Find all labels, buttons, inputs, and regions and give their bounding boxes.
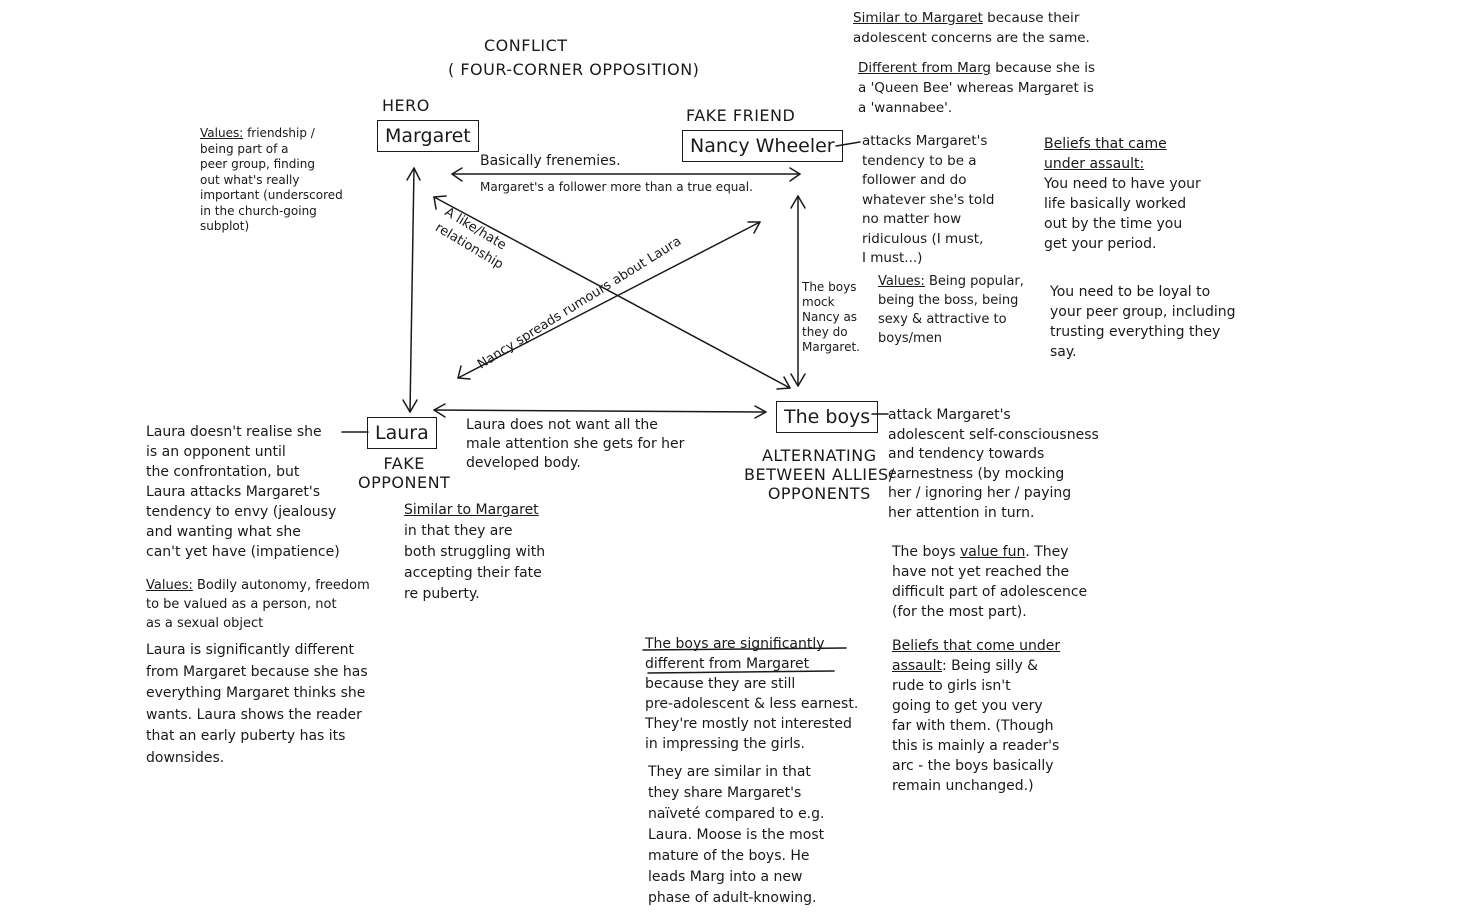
- arrowhead: [433, 195, 447, 210]
- arrowhead: [754, 405, 767, 419]
- edge-label-boys-mock: The boys mock Nancy as they do Margaret.: [802, 280, 860, 354]
- node-the-boys: The boys: [776, 401, 879, 433]
- edge-label-follower: Margaret's a follower more than a true e…: [480, 180, 753, 194]
- diagram-title: CONFLICT: [484, 36, 568, 55]
- values-text: Bodily autonomy, freedom to be valued as…: [146, 578, 370, 631]
- nancy-attacks-note: attacks Margaret's tendency to be a foll…: [862, 133, 995, 266]
- nancy-different-note: Different from Marg because she is a 'Qu…: [858, 58, 1095, 118]
- arrowhead: [776, 376, 791, 390]
- arrowhead: [451, 167, 463, 182]
- different-label: Different from Marg: [858, 60, 991, 76]
- arrowhead: [790, 195, 806, 209]
- beliefs-assault-note: Beliefs that came under assault: You nee…: [1044, 134, 1201, 254]
- different-text: because they are still pre-adolescent & …: [645, 676, 859, 752]
- boys-values-note: The boys value fun. They have not yet re…: [892, 542, 1087, 622]
- arrowhead: [457, 365, 471, 380]
- edge-label-frenemies: Basically frenemies.: [480, 153, 621, 169]
- fake-friend-role-label: FAKE FRIEND: [686, 106, 796, 125]
- edge-margaret-boys: [433, 196, 791, 389]
- edge-laura-boys: [433, 409, 767, 413]
- arrowhead: [406, 167, 421, 181]
- values-label: Values:: [200, 126, 244, 140]
- similar-text: because their adolescent concerns are th…: [853, 10, 1090, 46]
- nancy-values-note: Values: Being popular, being the boss, b…: [878, 272, 1024, 348]
- beliefs-text: : Being silly & rude to girls isn't goin…: [892, 658, 1060, 794]
- similar-label: Similar to Margaret: [853, 10, 983, 26]
- underline-stroke: [647, 670, 835, 674]
- values-text: friendship / being part of a peer group,…: [200, 126, 343, 233]
- edge-label-male-attention: Laura does not want all the male attenti…: [466, 417, 685, 471]
- laura-similar-note: Similar to Margaret in that they are bot…: [404, 500, 545, 605]
- laura-different-note: Laura is significantly different from Ma…: [146, 642, 368, 766]
- boys-values-pre: The boys: [892, 544, 960, 560]
- beliefs-text: You need to have your life basically wor…: [1044, 176, 1201, 252]
- laura-values-note: Values: Bodily autonomy, freedom to be v…: [146, 576, 370, 633]
- different-label: The boys are significantly different fro…: [645, 636, 825, 672]
- boys-different-note: The boys are significantly different fro…: [645, 634, 858, 754]
- values-label: value fun: [959, 544, 1026, 560]
- hero-role-label: HERO: [382, 96, 430, 115]
- nancy-similar-note: Similar to Margaret because their adoles…: [853, 8, 1090, 48]
- arrowhead: [402, 399, 418, 413]
- values-label: Values:: [878, 274, 925, 289]
- similar-label: Similar to Margaret: [404, 502, 539, 518]
- underline-stroke: [642, 647, 847, 651]
- connector-nancy-note: [835, 141, 861, 147]
- fake-opponent-role-label: FAKE OPPONENT: [358, 454, 451, 492]
- laura-opponent-note: Laura doesn't realise she is an opponent…: [146, 424, 340, 560]
- beliefs-loyalty-note: You need to be loyal to your peer group,…: [1050, 284, 1236, 360]
- boys-attack-note: attack Margaret's adolescent self-consci…: [888, 407, 1099, 521]
- arrowhead: [747, 221, 761, 234]
- edge-nancy-laura: [457, 221, 761, 379]
- beliefs-label: Beliefs that come under assault: [892, 638, 1061, 674]
- node-nancy-wheeler: Nancy Wheeler: [682, 130, 843, 162]
- edge-margaret-laura: [409, 167, 415, 413]
- values-text: Being popular, being the boss, being sex…: [878, 274, 1024, 346]
- arrowhead: [790, 373, 806, 387]
- diagram-subtitle: ( FOUR-CORNER OPPOSITION): [448, 60, 700, 79]
- node-laura: Laura: [367, 417, 437, 449]
- values-text: . They have not yet reached the difficul…: [892, 544, 1088, 620]
- different-text: because she is a 'Queen Bee' whereas Mar…: [858, 60, 1095, 116]
- arrowhead: [789, 167, 801, 182]
- boys-similar-note: They are similar in that they share Marg…: [648, 764, 825, 906]
- allies-role-label: ALTERNATING BETWEEN ALLIES/ OPPONENTS: [744, 446, 895, 503]
- node-margaret: Margaret: [377, 120, 479, 152]
- values-label: Values:: [146, 578, 193, 593]
- similar-text: in that they are both struggling with ac…: [404, 523, 546, 602]
- margaret-values-note: Values: friendship / being part of a pee…: [200, 126, 343, 235]
- arrowhead: [433, 403, 446, 418]
- beliefs-label: Beliefs that came under assault:: [1044, 136, 1167, 172]
- boys-beliefs-note: Beliefs that come under assault: Being s…: [892, 636, 1060, 796]
